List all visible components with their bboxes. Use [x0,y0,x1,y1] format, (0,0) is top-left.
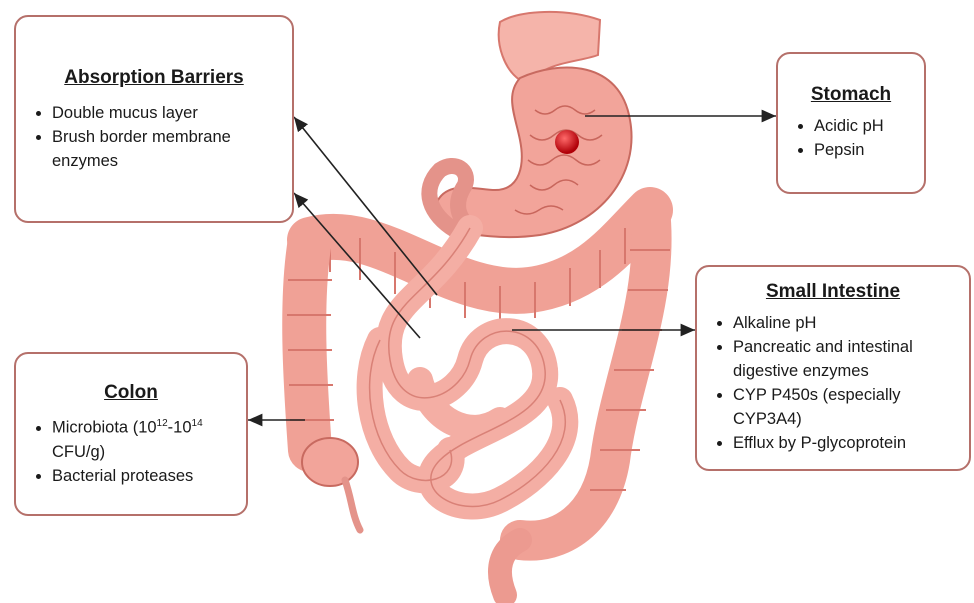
list-item: Pepsin [814,138,910,162]
list-item: Acidic pH [814,114,910,138]
list-item: Alkaline pH [733,311,955,335]
list-item: Double mucus layer [52,101,278,125]
stomach-title: Stomach [792,84,910,106]
absorption-barriers-title: Absorption Barriers [16,67,292,89]
list-item: Pancreatic and intestinal digestive enzy… [733,335,955,383]
colon-box: Colon Microbiota (1012-1014 CFU/g) Bacte… [14,352,248,516]
list-item: Brush border membrane enzymes [52,125,278,173]
small-intestine-title: Small Intestine [711,281,955,303]
appendix [345,480,360,530]
list-item: Efflux by P-glycoprotein [733,431,955,455]
absorption-barriers-list: Double mucus layer Brush border membrane… [30,101,278,173]
list-item: CYP P450s (especially CYP3A4) [733,383,955,431]
cecum [302,438,358,486]
stomach-box: Stomach Acidic pH Pepsin [776,52,926,194]
rectum [500,540,520,595]
small-intestine-list: Alkaline pH Pancreatic and intestinal di… [711,311,955,455]
pill-icon [555,130,579,154]
colon-title: Colon [30,382,232,404]
list-item: Bacterial proteases [52,464,232,488]
ascending-colon [304,240,310,450]
small-intestine-box: Small Intestine Alkaline pH Pancreatic a… [695,265,971,471]
absorption-barriers-box: Absorption Barriers Double mucus layer B… [14,15,294,223]
list-item: Microbiota (1012-1014 CFU/g) [52,412,232,464]
stomach-list: Acidic pH Pepsin [792,114,910,162]
colon-list: Microbiota (1012-1014 CFU/g) Bacterial p… [30,412,232,488]
